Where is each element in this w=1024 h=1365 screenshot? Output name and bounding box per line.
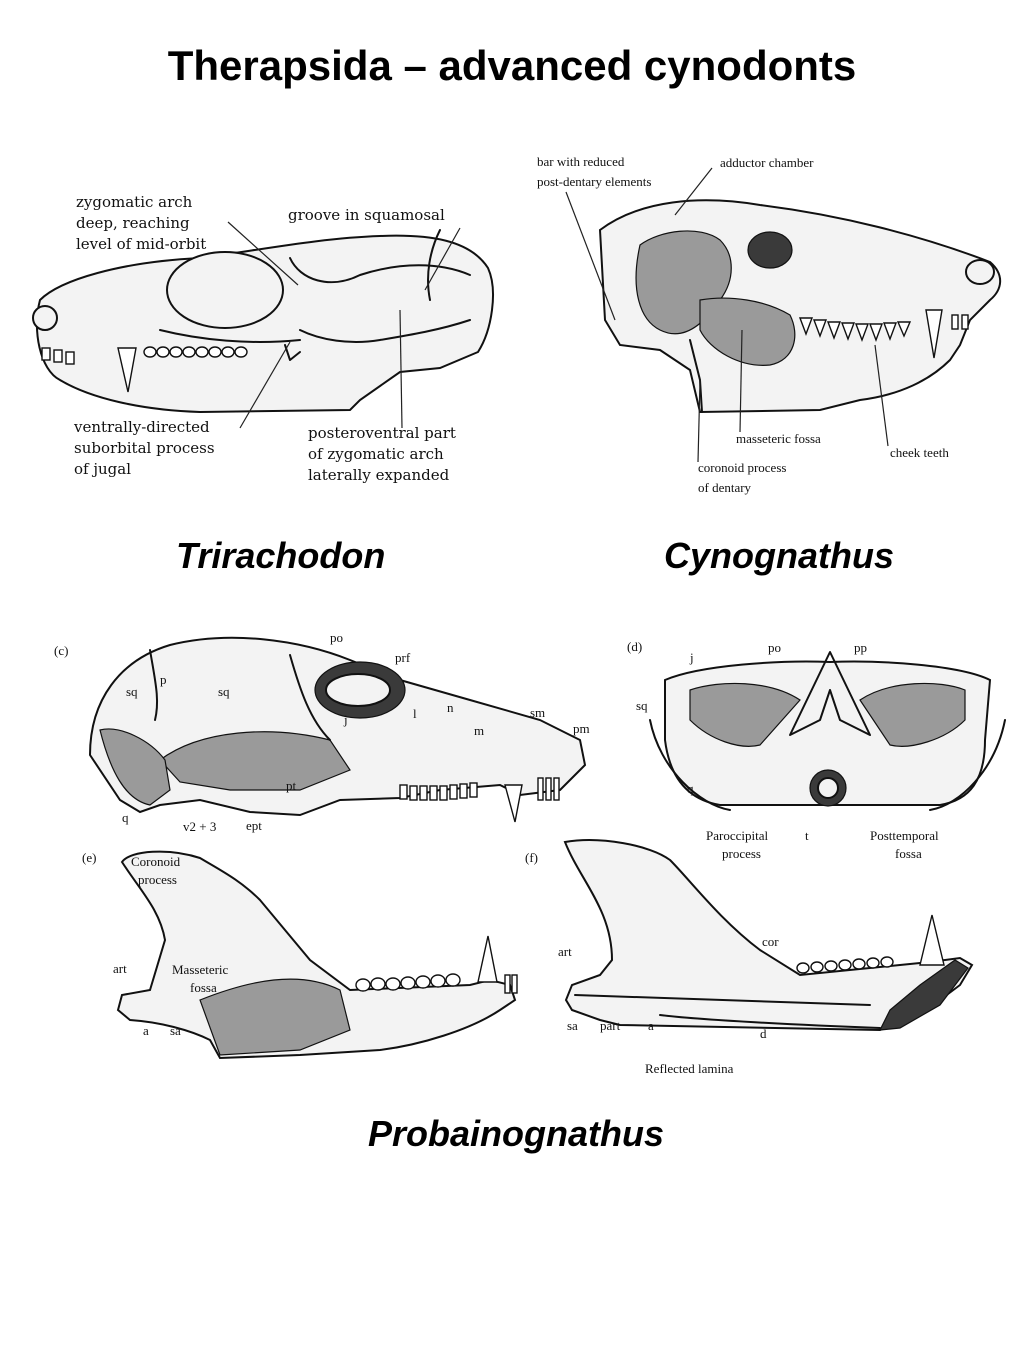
cynognathus-label-coronoid-2: of dentary: [698, 480, 752, 495]
panel-c-label-p: p: [160, 672, 167, 687]
panel-d-skull-drawing: [649, 651, 1006, 811]
trirachodon-skull-drawing: [32, 221, 494, 429]
panel-e-jaw-drawing: [116, 850, 518, 1060]
cynognathus-label-masseteric: masseteric fossa: [736, 431, 821, 446]
caption-cynognathus: Cynognathus: [664, 535, 894, 576]
panel-d-label-paroccipital-2: process: [722, 846, 761, 861]
panel-d-label-posttemporal-2: fossa: [895, 846, 922, 861]
panel-c-skull-drawing: [88, 636, 587, 823]
panel-e-label-coronoid-2: process: [138, 872, 177, 887]
panel-c-label-l: l: [413, 706, 417, 721]
panel-d-letter: (d): [627, 639, 642, 654]
panel-c-label-sm: sm: [530, 705, 545, 720]
cynognathus-label-bar-1: bar with reduced: [537, 154, 625, 169]
panel-f-label-cor: cor: [762, 934, 779, 949]
panel-f-label-d: d: [760, 1026, 767, 1041]
panel-e-teeth: [355, 935, 518, 994]
caption-trirachodon: Trirachodon: [176, 535, 386, 576]
panel-c-label-ept: ept: [246, 818, 262, 833]
trirachodon-label-zygomatic-3: level of mid-orbit: [76, 235, 206, 253]
panel-e-label-coronoid-1: Coronoid: [131, 854, 181, 869]
panel-f-teeth: [796, 914, 945, 974]
panel-e-label-masseteric-2: fossa: [190, 980, 217, 995]
cynognathus-skull-drawing: [565, 167, 1002, 463]
page-title: Therapsida – advanced cynodonts: [167, 42, 857, 89]
panel-c-label-sq1: sq: [126, 684, 138, 699]
trirachodon-label-zygomatic-1: zygomatic arch: [76, 193, 193, 211]
trirachodon-label-groove: groove in squamosal: [288, 206, 445, 224]
trirachodon-label-ventral-2: suborbital process: [74, 439, 215, 457]
trirachodon-teeth: [41, 346, 248, 393]
trirachodon-label-ventral-3: of jugal: [74, 460, 131, 478]
cynognathus-label-coronoid-1: coronoid process: [698, 460, 786, 475]
caption-probainognathus: Probainognathus: [368, 1113, 664, 1154]
panel-e-label-art: art: [113, 961, 127, 976]
panel-e-label-masseteric-1: Masseteric: [172, 962, 229, 977]
panel-d-label-posttemporal-1: Posttemporal: [870, 828, 939, 843]
panel-c-label-pm: pm: [573, 721, 590, 736]
panel-f-label-a: a: [648, 1018, 654, 1033]
panel-f-label-reflected: Reflected lamina: [645, 1061, 734, 1076]
trirachodon-label-postero-3: laterally expanded: [308, 466, 450, 484]
trirachodon-label-ventral-1: ventrally-directed: [73, 418, 210, 436]
panel-f-letter: (f): [525, 850, 538, 865]
panel-e-letter: (e): [82, 850, 96, 865]
panel-c-label-prf: prf: [395, 650, 411, 665]
panel-f-label-part: part: [600, 1018, 621, 1033]
trirachodon-label-zygomatic-2: deep, reaching: [76, 214, 190, 232]
cynognathus-label-adductor: adductor chamber: [720, 155, 814, 170]
panel-c-label-pt: pt: [286, 778, 297, 793]
panel-c-teeth: [399, 777, 560, 823]
panel-c-label-po: po: [330, 630, 343, 645]
panel-c-label-v23: v2 + 3: [183, 819, 216, 834]
panel-d-label-t: t: [805, 828, 809, 843]
panel-d-label-j: j: [689, 650, 694, 665]
panel-f-jaw-drawing: [563, 839, 974, 1032]
panel-d-label-q: q: [687, 781, 694, 796]
panel-f-label-art: art: [558, 944, 572, 959]
panel-c-label-n: n: [447, 700, 454, 715]
cynognathus-label-cheek: cheek teeth: [890, 445, 949, 460]
panel-d-label-po: po: [768, 640, 781, 655]
panel-c-label-m: m: [474, 723, 484, 738]
trirachodon-label-postero-1: posteroventral part: [308, 424, 456, 442]
panel-e-label-a: a: [143, 1023, 149, 1038]
trirachodon-label-postero-2: of zygomatic arch: [308, 445, 444, 463]
panel-d-label-pp: pp: [854, 640, 867, 655]
cynognathus-teeth: [798, 309, 969, 359]
cynognathus-label-bar-2: post-dentary elements: [537, 174, 651, 189]
panel-c-label-j: j: [343, 712, 348, 727]
panel-c-label-sq2: sq: [218, 684, 230, 699]
panel-c-letter: (c): [54, 643, 68, 658]
panel-d-label-paroccipital-1: Paroccipital: [706, 828, 768, 843]
panel-e-label-sa: sa: [170, 1023, 181, 1038]
panel-d-label-sq: sq: [636, 698, 648, 713]
panel-c-label-q: q: [122, 810, 129, 825]
panel-f-label-sa: sa: [567, 1018, 578, 1033]
